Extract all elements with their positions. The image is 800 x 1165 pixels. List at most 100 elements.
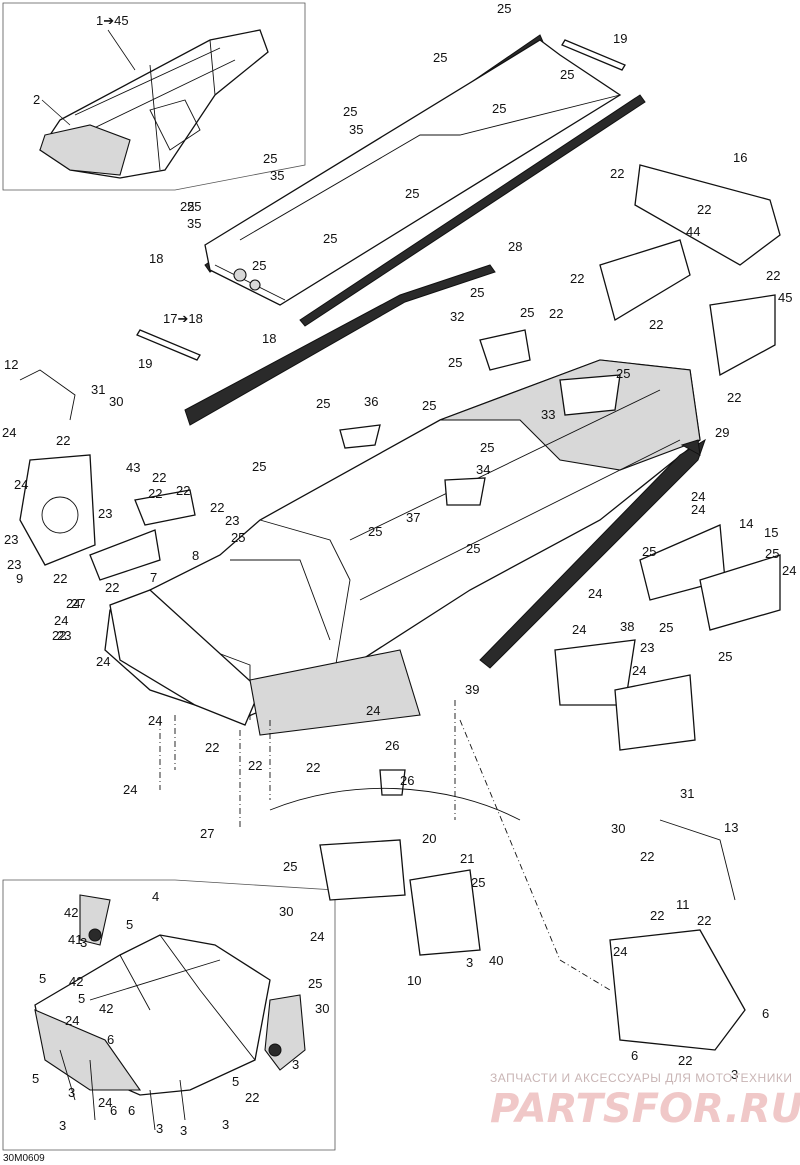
rails-group [136, 34, 646, 426]
callout-label: 30 [279, 904, 293, 919]
callout-label: 15 [764, 525, 778, 540]
callout-label: 24 [96, 654, 110, 669]
callout-label: 41 [68, 932, 82, 947]
callout-label: 22 [105, 580, 119, 595]
callout-label: 23 [98, 506, 112, 521]
callout-label: 24 [632, 663, 646, 678]
callout-label: 22 [210, 500, 224, 515]
callout-label: 22 [727, 390, 741, 405]
callout-label: 24 [2, 425, 16, 440]
watermark-line1: ЗАПЧАСТИ И АКСЕССУАРЫ ДЛЯ МОТОТЕХНИКИ [490, 1071, 792, 1085]
callout-label: 30 [611, 821, 625, 836]
callout-label: 22 [549, 306, 563, 321]
callout-label: 30 [109, 394, 123, 409]
callout-label: 32 [450, 309, 464, 324]
callout-label: 22 [697, 913, 711, 928]
callout-label: 24 [691, 489, 705, 504]
callout-label: 3 [156, 1121, 163, 1136]
callout-label: 45 [778, 290, 792, 305]
callout-label: 20 [422, 831, 436, 846]
callout-label: 3 [59, 1118, 66, 1133]
callout-label: 18 [149, 251, 163, 266]
callout-label: 25 [448, 355, 462, 370]
callout-label: 6 [107, 1032, 114, 1047]
callout-label: 11 [676, 897, 690, 912]
callout-label: 22 [205, 740, 219, 755]
callout-label: 3 [731, 1067, 738, 1082]
callout-label: 21 [460, 851, 474, 866]
callout-label: 34 [476, 462, 490, 477]
callout-label: 25 [433, 50, 447, 65]
callout-label: 25 [252, 459, 266, 474]
callout-label: 25 [323, 231, 337, 246]
callout-label: 6 [110, 1103, 117, 1118]
callout-label: 25 [616, 366, 630, 381]
callout-label: 25 [308, 976, 322, 991]
callout-label: 42 [99, 1001, 113, 1016]
callout-label: 22 [248, 758, 262, 773]
callout-label: 4 [152, 889, 159, 904]
callout-label: 29 [715, 425, 729, 440]
callout-label: 6 [762, 1006, 769, 1021]
callout-label: 3 [180, 1123, 187, 1138]
callout-label: 24 [572, 622, 586, 637]
brackets-group [19, 164, 781, 1051]
callout-label: 24 [366, 703, 380, 718]
callout-label: 23 [7, 557, 21, 572]
callout-label: 22 [245, 1090, 259, 1105]
callout-label: 23 [640, 640, 654, 655]
callout-label: 35 [349, 122, 363, 137]
drawing-code: 30M0609 [3, 1153, 45, 1164]
callout-label: 25 [252, 258, 266, 273]
callout-label: 24 [66, 596, 80, 611]
callout-label: 25 [659, 620, 673, 635]
callout-label: 42 [69, 974, 83, 989]
callout-label: 25 [316, 396, 330, 411]
callout-label: 27 [71, 596, 85, 611]
callout-label: 6 [128, 1103, 135, 1118]
callout-label: 23 [225, 513, 239, 528]
callout-label: 25 [343, 104, 357, 119]
callout-label: 3 [80, 935, 87, 950]
callout-label: 7 [150, 570, 157, 585]
callout-label: 10 [407, 973, 421, 988]
callout-label: 22 [176, 483, 190, 498]
watermark-logo: PARTSFOR.RU [490, 1086, 800, 1132]
callout-label: 22 [610, 166, 624, 181]
callout-label: 25 [718, 649, 732, 664]
callout-label: 3 [222, 1117, 229, 1132]
callout-label: 22 [650, 908, 664, 923]
callout-label: 35 [270, 168, 284, 183]
callout-label: 25 [480, 440, 494, 455]
callout-label: 2 [33, 92, 40, 107]
callout-label: 9 [16, 571, 23, 586]
callout-label: 24 [588, 586, 602, 601]
callout-label: 8 [192, 548, 199, 563]
callout-label: 24 [14, 477, 28, 492]
callout-label: 25 [283, 859, 297, 874]
callout-label: 26 [385, 738, 399, 753]
callout-label: 24 [613, 944, 627, 959]
callout-label: 31 [91, 382, 105, 397]
callout-label: 25 [471, 875, 485, 890]
callout-label: 25 [368, 524, 382, 539]
callout-label: 3 [466, 955, 473, 970]
callout-label: 22 [52, 628, 66, 643]
callout-label: 44 [686, 224, 700, 239]
callout-label: 17➔18 [163, 311, 203, 326]
callout-label: 25 [263, 151, 277, 166]
callout-label: 33 [541, 407, 555, 422]
callout-label: 24 [65, 1013, 79, 1028]
callout-label: 25 [231, 530, 245, 545]
callout-label: 12 [4, 357, 18, 372]
callout-label: 5 [232, 1074, 239, 1089]
callout-label: 24 [310, 929, 324, 944]
callout-labels: 1➔45225192525253525253525162222253525251… [2, 1, 796, 1138]
callout-label: 18 [262, 331, 276, 346]
callout-label: 19 [613, 31, 627, 46]
callout-label: 22 [53, 571, 67, 586]
callout-label: 24 [148, 713, 162, 728]
callout-label: 28 [508, 239, 522, 254]
callout-label: 42 [64, 905, 78, 920]
